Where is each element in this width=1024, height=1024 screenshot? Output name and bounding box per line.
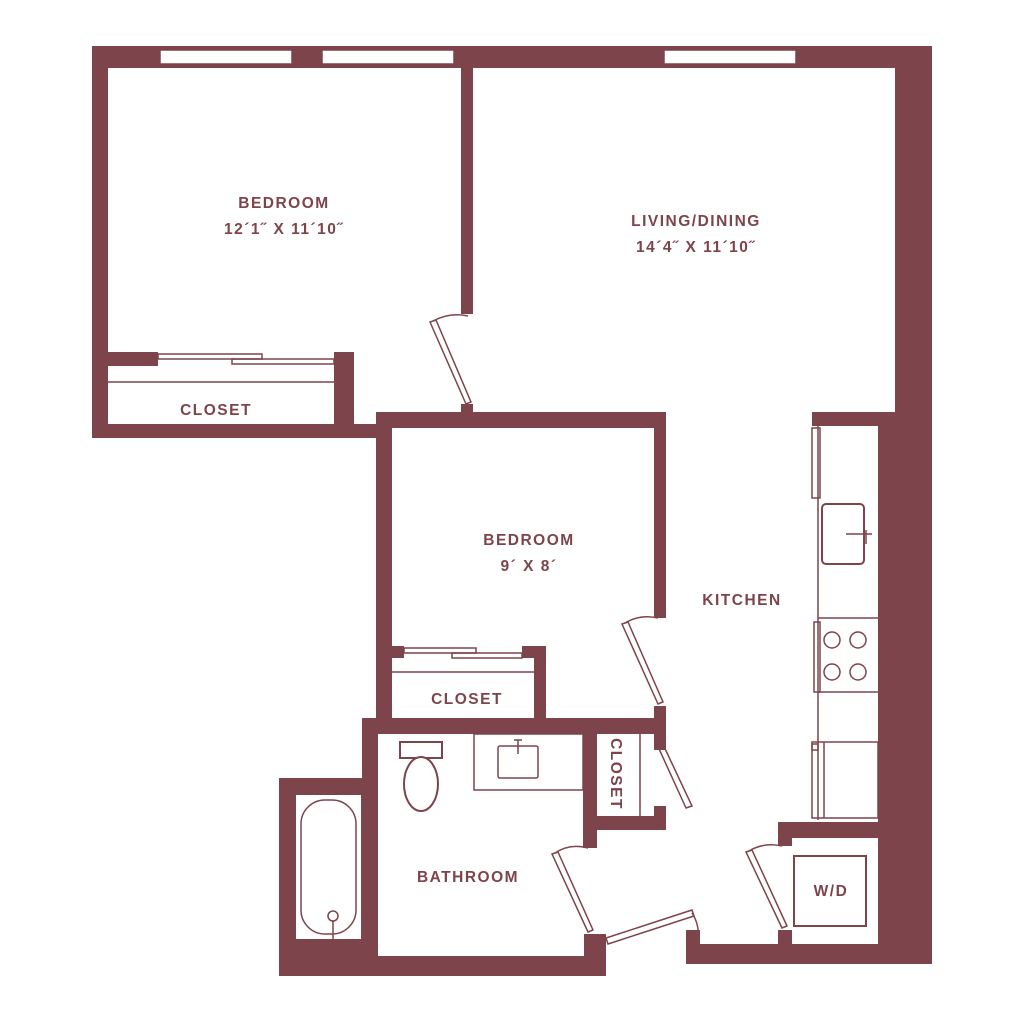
faucet-icon xyxy=(846,530,872,544)
closet2-track-b xyxy=(451,652,523,659)
wall-tub-left xyxy=(279,778,295,976)
burner-3 xyxy=(823,663,841,681)
wall-bathroom-bottom2 xyxy=(374,956,602,976)
closet1-name: CLOSET xyxy=(180,402,252,419)
wall-bathroom-left-upper xyxy=(362,718,378,792)
wall-tub-divider xyxy=(362,794,378,956)
wall-bottom-right xyxy=(698,944,932,964)
closet2-name: CLOSET xyxy=(431,691,503,708)
wall-bathroom-door-jamb xyxy=(584,934,606,976)
wall-closet3-right2 xyxy=(654,806,666,830)
wall-closet2-right xyxy=(534,646,546,734)
wall-door-stub xyxy=(461,404,473,414)
wall-right xyxy=(895,46,932,964)
wall-closet3-left xyxy=(583,734,597,830)
closet2-track-a xyxy=(403,647,477,654)
bathroom-name: BATHROOM xyxy=(417,869,519,886)
closet3-name: CLOSET xyxy=(607,738,624,810)
wall-closet1-right xyxy=(334,352,354,424)
bedroom1-name: BEDROOM xyxy=(238,195,329,212)
window-bedroom1-a xyxy=(159,49,293,65)
door-bedroom1 xyxy=(428,319,472,405)
wall-bedroom2-top xyxy=(376,412,666,428)
kitchen-fixtures xyxy=(811,426,879,820)
door-bathroom xyxy=(550,851,595,933)
closet1-track-b xyxy=(231,358,335,365)
wall-closet1-bottom xyxy=(92,424,378,438)
fridge-handle xyxy=(811,743,819,751)
toilet-bowl-icon xyxy=(403,756,439,812)
living-size: 14´4˝ X 11´10˝ xyxy=(636,239,756,256)
door-wd-arc xyxy=(748,844,783,852)
vanity-icon xyxy=(473,733,584,791)
bedroom1-size: 12´1˝ X 11´10˝ xyxy=(224,221,344,238)
wall-bedroom1-living xyxy=(461,68,473,314)
closet1-track-a xyxy=(157,353,263,360)
wall-entry-stub xyxy=(686,930,700,964)
door-bedroom2-arc xyxy=(624,616,659,624)
fridge-icon xyxy=(811,741,879,819)
door-bedroom2 xyxy=(620,621,664,705)
window-living xyxy=(663,49,797,65)
door-closet3 xyxy=(653,737,694,809)
burner-1 xyxy=(823,631,841,649)
wd-name: W/D xyxy=(814,883,849,900)
stove-icon xyxy=(813,621,821,693)
windows xyxy=(159,49,797,65)
burner-4 xyxy=(849,663,867,681)
door-bedroom1-arc xyxy=(432,314,469,322)
wall-tub-top xyxy=(279,778,378,794)
window-bedroom1-b xyxy=(321,49,455,65)
wall-wd-top xyxy=(778,822,878,838)
door-wd xyxy=(744,849,789,929)
wall-kitchen-right xyxy=(878,412,895,964)
walls xyxy=(92,46,932,976)
bathtub-basin xyxy=(300,799,357,935)
wall-right-inner xyxy=(812,412,895,426)
wall-bedroom2-left xyxy=(376,412,392,734)
counter-upper xyxy=(811,427,821,499)
bedroom2-name: BEDROOM xyxy=(483,532,574,549)
washer-dryer-icon xyxy=(793,855,867,927)
wall-bathroom-top xyxy=(362,718,666,734)
wall-closet3-bottom xyxy=(583,816,666,830)
living-name: LIVING/DINING xyxy=(631,213,761,230)
bath-faucet-icon xyxy=(514,739,522,754)
wall-bathroom-right xyxy=(583,830,597,848)
wall-bedroom2-right xyxy=(654,412,666,618)
door-entry-arc xyxy=(691,912,700,943)
room-labels: BEDROOM 12´1˝ X 11´10˝ LIVING/DINING 14´… xyxy=(180,195,849,900)
wall-left xyxy=(92,46,108,438)
toilet-tank-icon xyxy=(399,741,443,759)
wall-closet2-top xyxy=(392,646,404,658)
bathroom-fixtures xyxy=(294,733,584,941)
door-entry xyxy=(605,909,695,945)
burner-2 xyxy=(849,631,867,649)
kitchen-name: KITCHEN xyxy=(702,592,781,609)
wall-bathroom-bottom xyxy=(279,940,374,976)
doors xyxy=(428,314,789,945)
wall-bedroom1-bottom xyxy=(108,352,158,366)
wall-wd-left-stub xyxy=(778,930,792,944)
closet-tracks xyxy=(108,353,641,816)
bedroom2-size: 9´ X 8´ xyxy=(500,558,557,575)
wall-wd-left xyxy=(778,822,792,846)
door-bathroom-arc xyxy=(554,845,589,854)
